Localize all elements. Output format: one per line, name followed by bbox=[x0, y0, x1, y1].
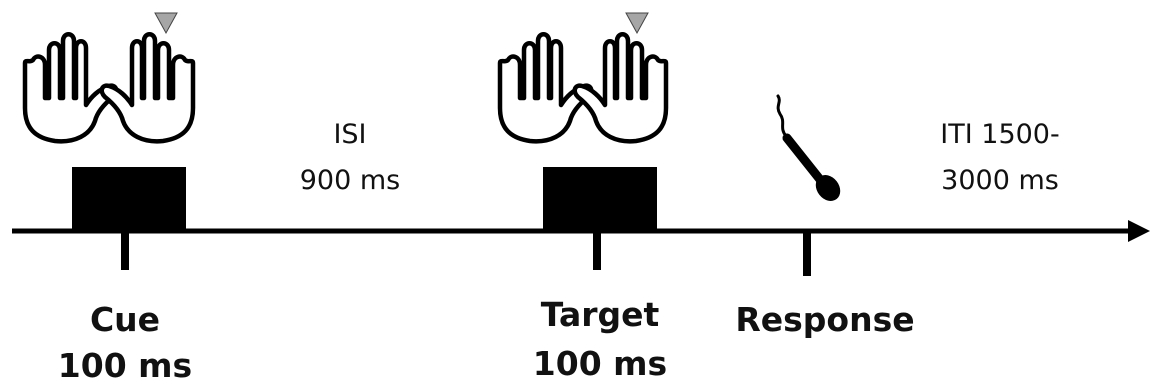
isi-label: ISI bbox=[333, 119, 367, 150]
cue-hands-icon bbox=[25, 34, 193, 141]
target-hands-icon bbox=[500, 34, 666, 141]
target-triangle-marker-icon bbox=[625, 12, 649, 35]
arrowhead-icon bbox=[1128, 220, 1150, 242]
response-tick bbox=[803, 231, 811, 276]
cue-label: Cue bbox=[89, 300, 161, 339]
response-label: Response bbox=[735, 300, 915, 339]
target-event bbox=[500, 12, 666, 270]
target-block bbox=[543, 167, 657, 231]
cue-block bbox=[72, 167, 186, 231]
cue-event bbox=[25, 12, 193, 270]
target-tick bbox=[593, 231, 601, 270]
target-duration: 100 ms bbox=[532, 344, 668, 383]
microphone-icon bbox=[776, 94, 841, 201]
cue-triangle-marker-icon bbox=[154, 12, 178, 35]
iti-label: ITI 1500- bbox=[940, 119, 1060, 150]
cue-tick bbox=[121, 231, 129, 270]
cue-duration: 100 ms bbox=[57, 346, 193, 385]
iti-duration: 3000 ms bbox=[941, 165, 1059, 196]
target-label: Target bbox=[540, 295, 660, 334]
isi-duration: 900 ms bbox=[299, 165, 401, 196]
response-event bbox=[776, 94, 841, 276]
